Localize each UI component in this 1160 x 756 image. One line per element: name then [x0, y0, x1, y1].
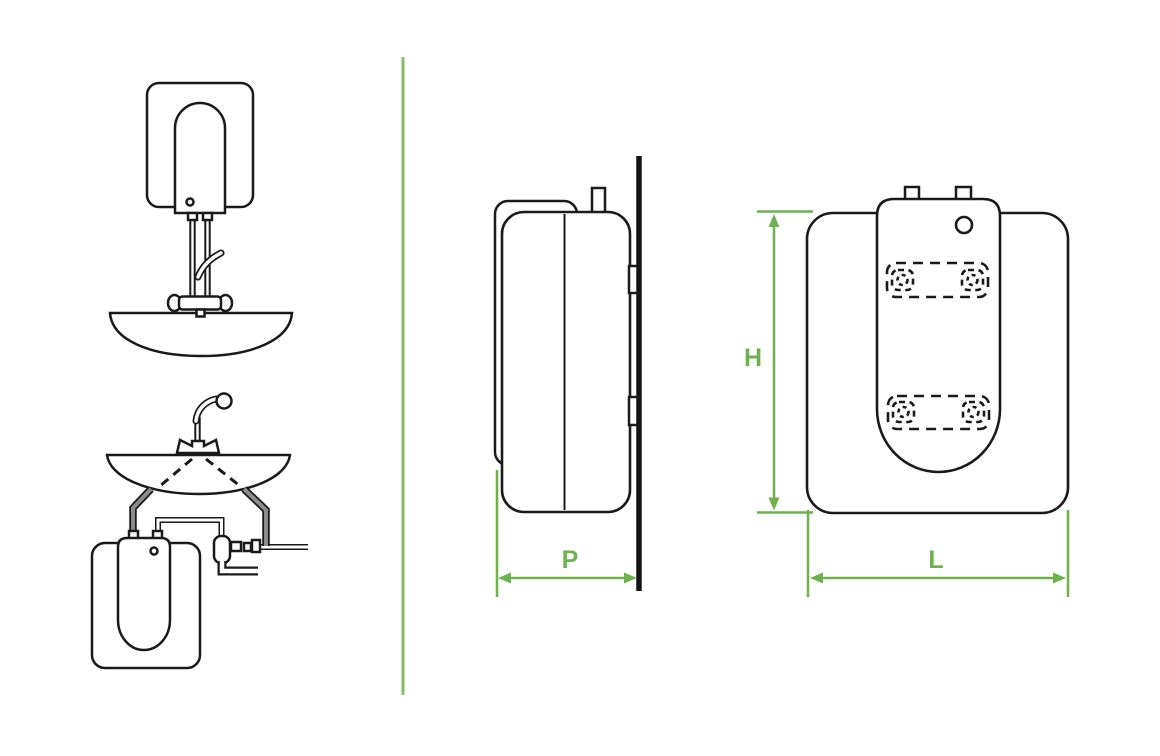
heater-cover: [116, 536, 172, 652]
spray-dashed-line-left: [159, 457, 193, 488]
depth-dimension: P: [498, 546, 637, 584]
width-dimension: L: [806, 510, 1070, 597]
valve-fitting-2: [242, 541, 253, 553]
pipe-stub-right: [201, 211, 214, 222]
slot-hole-left: [897, 405, 910, 419]
indicator-light-icon: [149, 546, 159, 556]
sink-basin: [105, 453, 292, 496]
over-sink-installation-diagram: [108, 81, 294, 358]
heater-cover-front: [875, 197, 1002, 474]
arrowhead-left-icon: [498, 572, 511, 584]
tap-base: [175, 438, 221, 455]
width-label: L: [928, 546, 943, 574]
slot-end-left: [891, 400, 916, 424]
flexible-pipe-left: [129, 486, 154, 531]
slot-hole-right: [966, 273, 979, 287]
slot-hole-left: [896, 273, 909, 287]
sink-basin: [108, 311, 294, 358]
connection-tube: [155, 517, 225, 537]
slot-end-left: [890, 268, 915, 292]
flexible-pipe-right: [241, 486, 270, 546]
depth-label: P: [562, 546, 579, 574]
arrowhead-right-icon: [624, 572, 637, 584]
safety-valve: [212, 534, 232, 565]
indicator-light-icon: [185, 197, 195, 207]
heater-cover: [173, 101, 227, 215]
arrowhead-up-icon: [768, 214, 780, 227]
heater-body-side: [500, 210, 632, 514]
valve-fitting-1: [229, 540, 243, 553]
slot-end-right: [960, 268, 985, 292]
slot-end-right: [961, 400, 986, 424]
mounting-slot-upper: [885, 261, 990, 299]
mounting-slot-lower: [886, 394, 991, 431]
tap-lever: [194, 397, 218, 423]
tap-lever-knob: [215, 392, 233, 410]
side-view-drawing: P: [493, 156, 642, 597]
tap-spout: [195, 308, 206, 318]
front-view-drawing: H L: [744, 185, 1070, 597]
tap-lever: [196, 251, 223, 279]
height-dimension: H: [744, 210, 813, 514]
drain-spout: [217, 561, 258, 576]
under-sink-installation-diagram: [90, 392, 308, 670]
arrowhead-left-icon: [810, 572, 823, 584]
slot-outline: [886, 394, 991, 431]
arrowhead-down-icon: [768, 497, 780, 511]
spray-dashed-line-right: [205, 457, 241, 488]
slot-outline: [885, 261, 990, 299]
valve-fitting-3: [250, 538, 262, 554]
tap-body: [177, 295, 223, 311]
indicator-light-icon: [954, 215, 974, 235]
pipe-stub: [590, 186, 607, 216]
height-label: H: [744, 344, 762, 372]
slot-hole-right: [967, 405, 980, 419]
pipe-stub-left: [186, 211, 199, 222]
arrowhead-right-icon: [1053, 572, 1066, 584]
